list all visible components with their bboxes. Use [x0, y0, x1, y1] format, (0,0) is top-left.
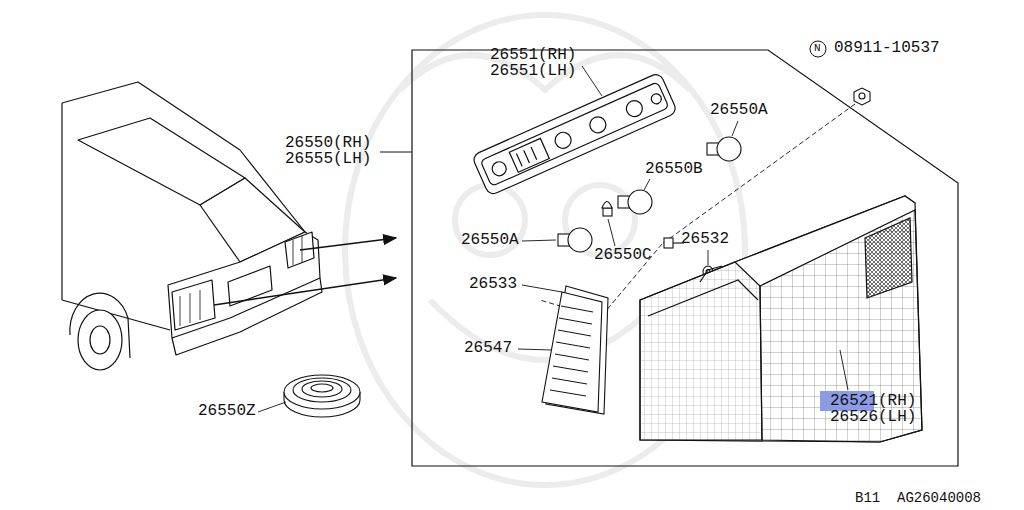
- gasket-ring: [302, 381, 342, 397]
- watermark-shape: [455, 185, 525, 255]
- lens-stud: [700, 266, 722, 282]
- leader-line: [732, 121, 738, 136]
- car-rear-window: [78, 118, 245, 205]
- nut: [854, 88, 870, 105]
- gasket-ring: [311, 384, 333, 392]
- reflector-slot: [550, 306, 593, 396]
- callout-number: 26550A: [461, 232, 519, 248]
- gasket-ring: [284, 375, 360, 409]
- holder-body: [472, 72, 678, 196]
- holder-rim: [480, 82, 669, 186]
- location-arrow: [300, 238, 396, 250]
- car-rear-face: [168, 232, 320, 338]
- leader-line: [582, 66, 602, 96]
- drawing-code: AG26040008: [897, 491, 981, 505]
- part-number: 26551(LH): [490, 63, 576, 79]
- car-tail-lamp-lines: [180, 290, 200, 326]
- bulbs: [558, 137, 741, 252]
- car-wheel-hub: [90, 326, 110, 354]
- callout-number: 26532: [681, 231, 729, 247]
- gasket: [284, 375, 360, 417]
- car-tail-lamp: [172, 280, 215, 330]
- leader-lines: [258, 66, 848, 412]
- part-number: 08911-10537: [834, 40, 940, 56]
- gasket-ring: [293, 378, 351, 402]
- leader-line: [840, 350, 848, 390]
- screw-head: [664, 238, 673, 248]
- car-tail-lamp: [285, 232, 314, 268]
- reflector-slots: [550, 306, 593, 396]
- connector-pins: [516, 147, 536, 166]
- watermark-shape: [565, 185, 635, 255]
- leader-line: [522, 285, 562, 292]
- lens-face: [760, 210, 922, 442]
- bulb: [618, 190, 652, 214]
- part-number: 26526(LH): [830, 409, 916, 425]
- reflector-body: [542, 292, 602, 412]
- assembly-frame: [412, 50, 958, 466]
- socket-holder: [472, 72, 678, 196]
- drawing-code: B11: [855, 491, 880, 505]
- part-number: 26551(RH): [490, 47, 576, 63]
- callout-number: 26550B: [645, 161, 703, 177]
- leader-line: [380, 152, 412, 153]
- lens: [640, 196, 922, 442]
- nut-hole: [859, 93, 865, 99]
- car-illustration: [62, 82, 322, 370]
- callout-number: 26533: [469, 276, 517, 292]
- callout-number: 26550Z: [198, 403, 256, 419]
- bulb-glass: [628, 190, 652, 214]
- lens-edge: [648, 280, 758, 316]
- car-wheel: [78, 310, 122, 370]
- lens-corner: [640, 262, 762, 440]
- leader-line: [258, 402, 286, 412]
- bulb-base: [603, 208, 612, 216]
- wedge-bulb: [602, 202, 612, 217]
- part-number: 26550(RH): [285, 135, 371, 151]
- holder-socket: [650, 92, 663, 105]
- callout-number: 26547: [464, 340, 512, 356]
- bulb-glass: [568, 228, 592, 252]
- location-arrow: [214, 278, 396, 305]
- circle-mark: [810, 41, 826, 57]
- bulb: [707, 137, 741, 161]
- bulb-glass: [602, 202, 612, 209]
- car-side: [62, 103, 170, 330]
- holder-socket: [624, 98, 645, 119]
- leader-line: [644, 179, 650, 190]
- location-arrows: [214, 238, 396, 305]
- holder-socket: [553, 130, 574, 151]
- holder-socket: [587, 114, 608, 135]
- lens-vent: [865, 218, 912, 298]
- leader-line: [608, 219, 615, 246]
- lens-outline: [640, 196, 922, 442]
- bulb: [558, 228, 592, 252]
- leader-line: [518, 349, 552, 350]
- part-number: 26555(LH): [285, 151, 371, 167]
- callout-number: 26550C: [594, 247, 652, 263]
- holder-connector: [509, 138, 549, 172]
- callout-number: 26550A: [710, 102, 768, 118]
- circle-mark-letter: N: [814, 43, 821, 54]
- watermark-shape: [430, 300, 660, 360]
- bulb-glass: [717, 137, 741, 161]
- leader-line: [522, 240, 556, 241]
- leader-line: [708, 250, 709, 265]
- holder-socket: [490, 160, 508, 178]
- part-number: 26521(RH): [830, 393, 916, 409]
